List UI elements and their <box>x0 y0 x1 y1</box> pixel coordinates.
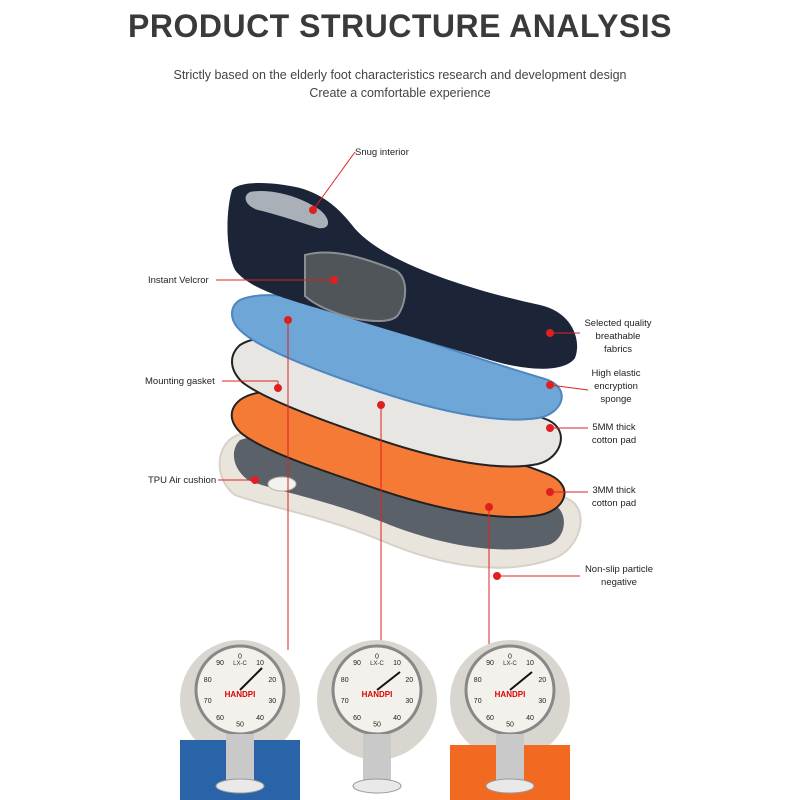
gauge-2 <box>317 640 437 794</box>
gauge-2-scale-80: 80 <box>341 677 349 684</box>
gauge-2-model: LX-C <box>370 661 384 667</box>
gauge-2-scale-60: 60 <box>353 715 361 722</box>
gauge-2-scale-40: 40 <box>393 715 401 722</box>
gauge-1-scale-50: 50 <box>236 722 244 729</box>
page-title: PRODUCT STRUCTURE ANALYSIS <box>128 8 672 44</box>
gauge-1-scale-20: 20 <box>268 677 276 684</box>
gauge-1-scale-0: 0 <box>238 654 242 661</box>
subtitle-line-1: Strictly based on the elderly foot chara… <box>173 68 627 82</box>
gauge-3-scale-40: 40 <box>526 715 534 722</box>
gauge-1 <box>180 640 300 800</box>
gauge-1-scale-10: 10 <box>256 660 264 667</box>
label-snug-interior: Snug interior <box>355 147 409 158</box>
label-instant-velcro: Instant Velcror <box>148 275 209 286</box>
label-tpu-air-cushion: TPU Air cushion <box>148 475 217 486</box>
gauge-3-scale-90: 90 <box>486 660 494 667</box>
gauge-3-scale-60: 60 <box>486 715 494 722</box>
shoe-collar <box>245 190 329 229</box>
gauge-1-model: LX-C <box>233 661 247 667</box>
velcro-strap <box>304 251 407 322</box>
gauge-3-scale-70: 70 <box>474 698 482 705</box>
gauge-1-brand: HANDPI <box>225 690 256 699</box>
gauge-1-scale-60: 60 <box>216 715 224 722</box>
gauge-3-brand: HANDPI <box>495 690 526 699</box>
gauge-3-scale-50: 50 <box>506 722 514 729</box>
gauge-2-scale-90: 90 <box>353 660 361 667</box>
gauge-2-scale-50: 50 <box>373 722 381 729</box>
gauge-2-brand: HANDPI <box>362 690 393 699</box>
air-cushion-window <box>267 476 297 492</box>
label-mounting-gasket: Mounting gasket <box>145 376 215 387</box>
gauge-1-scale-40: 40 <box>256 715 264 722</box>
gauge-3-scale-10: 10 <box>526 660 534 667</box>
gauge-1-scale-80: 80 <box>204 677 212 684</box>
gauge-2-scale-70: 70 <box>341 698 349 705</box>
gauge-2-scale-10: 10 <box>393 660 401 667</box>
gauge-3 <box>450 640 570 800</box>
gauge-3-scale-20: 20 <box>538 677 546 684</box>
gauge-3-scale-0: 0 <box>508 654 512 661</box>
gauge-3-scale-30: 30 <box>538 698 546 705</box>
gauge-3-scale-80: 80 <box>474 677 482 684</box>
callout-lines <box>216 151 589 650</box>
gauge-1-scale-30: 30 <box>268 698 276 705</box>
gauge-2-scale-20: 20 <box>405 677 413 684</box>
gauge-1-scale-90: 90 <box>216 660 224 667</box>
gauge-1-scale-70: 70 <box>204 698 212 705</box>
gauge-3-model: LX-C <box>503 661 517 667</box>
gauge-2-scale-0: 0 <box>375 654 379 661</box>
gauge-2-scale-30: 30 <box>405 698 413 705</box>
subtitle-line-2: Create a comfortable experience <box>309 86 491 100</box>
